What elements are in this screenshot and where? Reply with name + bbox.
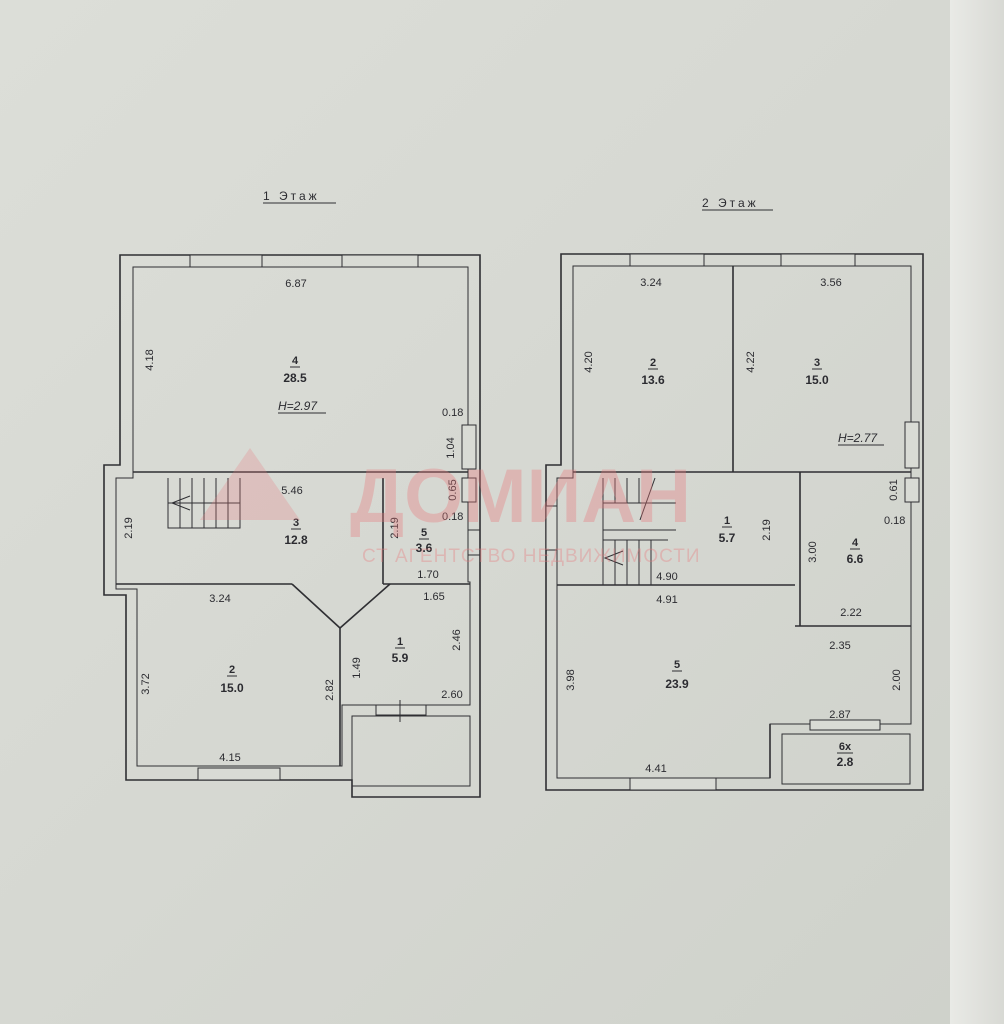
dimension-label: 3.56 [820, 277, 841, 289]
floor-2-window [904, 477, 920, 503]
paper-sheet [0, 0, 950, 1024]
dimension-label: 5.46 [281, 485, 302, 497]
floor-1-window [189, 254, 263, 268]
dimension-label: 0.18 [442, 511, 463, 523]
ceiling-height: H=2.77 [838, 431, 878, 445]
floor-1-stairs [167, 478, 241, 529]
dimension-label: 4.22 [745, 351, 757, 372]
floor-1-window [341, 254, 419, 268]
floor-1-window [461, 424, 477, 470]
floor-1-porch [351, 715, 471, 787]
dimension-label: 3.24 [209, 593, 230, 605]
floor-2-window [780, 253, 856, 267]
room-area: 2.8 [837, 755, 854, 769]
floor-2-title: 2 Этаж [702, 196, 759, 210]
room-number: 5 [674, 659, 680, 671]
room-number: 2 [650, 357, 656, 369]
dimension-label: 0.18 [442, 407, 463, 419]
room-number: 1 [724, 515, 730, 527]
floor-2-door [809, 719, 881, 731]
dimension-label: 1.49 [351, 657, 363, 678]
dimension-label: 2.19 [123, 517, 135, 538]
watermark-brand: ДОМИАН [350, 454, 691, 539]
dimension-label: 1.70 [417, 569, 438, 581]
dimension-label: 1.04 [445, 437, 457, 458]
room-number: 3 [814, 357, 820, 369]
dimension-label: 4.41 [645, 763, 666, 775]
room-number: 3 [293, 517, 299, 529]
dimension-label: 2.19 [761, 519, 773, 540]
room-number: 1 [397, 636, 403, 648]
floor-1-outer-wall [103, 254, 481, 798]
floor-2-outer-wall [545, 253, 924, 791]
room-number: 5 [421, 527, 427, 539]
floor-1-inner-wall [115, 266, 471, 767]
watermark-tagline: СТ АГЕНТСТВО НЕДВИЖИМОСТИ [362, 546, 700, 567]
dimension-label: 4.20 [583, 351, 595, 372]
floor-2-window [545, 505, 558, 551]
floor-2-window [629, 777, 717, 791]
floor-1-partition-angle [291, 583, 391, 630]
dimension-label: 1.65 [423, 591, 444, 603]
floor-2-plan: 2 Этаж [545, 196, 924, 791]
room-area: 15.0 [805, 373, 829, 387]
watermark: ДОМИАН СТ АГЕНТСТВО НЕДВИЖИМОСТИ [200, 448, 700, 567]
room-area: 6.6 [847, 552, 864, 566]
room-number: 2 [229, 664, 235, 676]
room-number: 4 [852, 537, 859, 549]
dimension-label: 2.82 [324, 679, 336, 700]
dimension-label: 2.35 [829, 640, 850, 652]
floor-1-door [375, 704, 427, 716]
floor-2-balcony [781, 733, 911, 785]
dimension-label: 3.98 [565, 669, 577, 690]
floor-1-window [461, 477, 477, 503]
room-area: 15.0 [220, 681, 244, 695]
floor-2-window [629, 253, 705, 267]
room-area: 13.6 [641, 373, 665, 387]
room-area: 3.6 [416, 541, 433, 555]
dimension-label: 0.65 [447, 479, 459, 500]
room-number: 6х [839, 741, 852, 753]
dimension-label: 0.18 [884, 515, 905, 527]
dimension-label: 4.91 [656, 594, 677, 606]
dimension-label: 2.19 [389, 517, 401, 538]
room-area: 5.9 [392, 651, 409, 665]
room-area: 28.5 [283, 371, 307, 385]
floor-2-window [904, 421, 920, 469]
floor-1-plan: 1 Этаж [103, 189, 481, 798]
dimension-label: 2.87 [829, 709, 850, 721]
room-area: 12.8 [284, 533, 308, 547]
page-edge [950, 0, 1004, 1024]
dimension-label: 2.46 [451, 629, 463, 650]
floor-2-stairs [602, 477, 676, 586]
dimension-label: 4.90 [656, 571, 677, 583]
dimension-label: 4.18 [144, 349, 156, 370]
room-area: 5.7 [719, 531, 736, 545]
room-area: 23.9 [665, 677, 689, 691]
floor-1-title: 1 Этаж [263, 189, 320, 203]
ceiling-height: H=2.97 [278, 399, 318, 413]
room-number: 4 [292, 355, 299, 367]
dimension-label: 3.72 [140, 673, 152, 694]
dimension-label: 4.15 [219, 752, 240, 764]
floor-1-window [197, 767, 281, 781]
dimension-label: 3.00 [807, 541, 819, 562]
dimension-label: 6.87 [285, 278, 306, 290]
dimension-label: 3.24 [640, 277, 661, 289]
dimension-label: 2.60 [441, 689, 462, 701]
dimension-label: 0.61 [888, 479, 900, 500]
dimension-label: 2.00 [891, 669, 903, 690]
dimension-label: 2.22 [840, 607, 861, 619]
watermark-logo-icon [200, 448, 300, 520]
